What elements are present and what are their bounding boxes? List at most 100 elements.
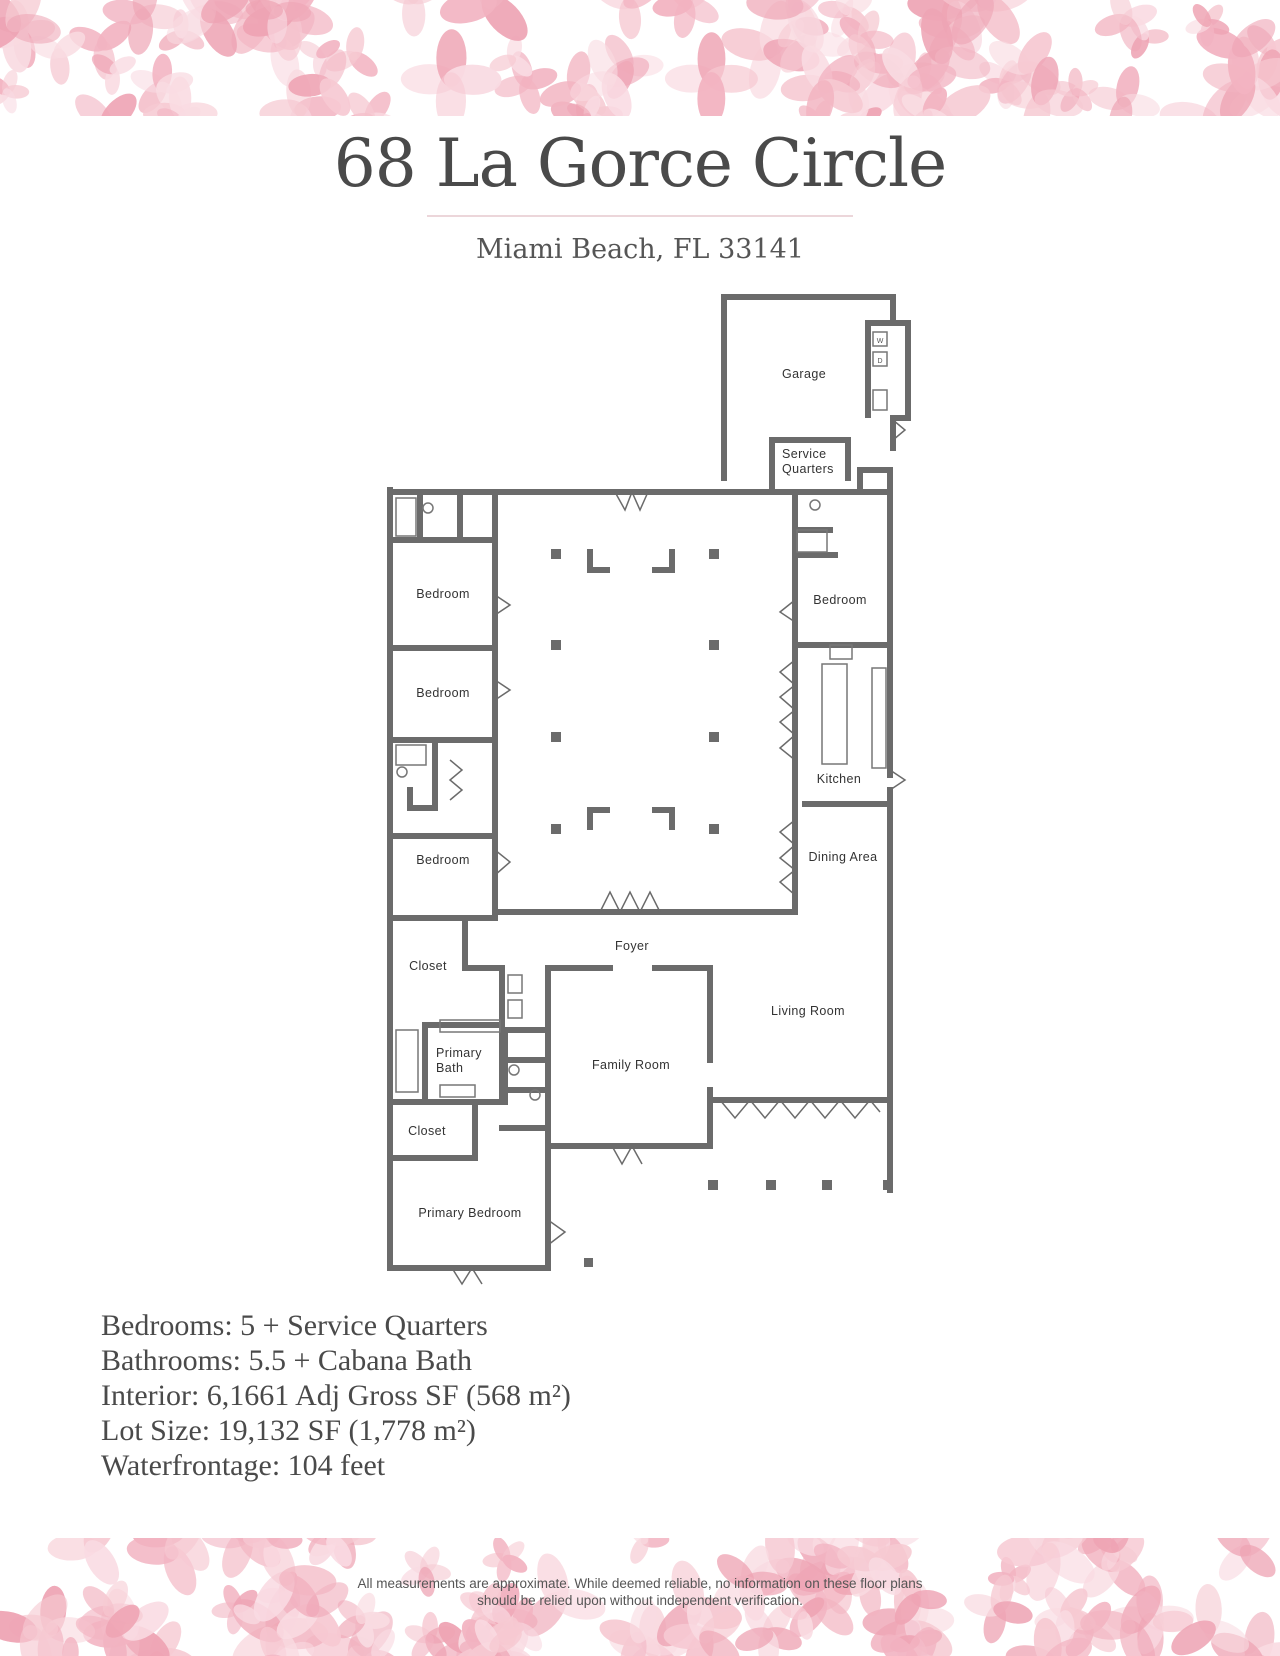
flower-petal-group [880, 1627, 956, 1656]
flower-petal [75, 94, 113, 116]
flower-petal-group [242, 1538, 303, 1570]
flower-petal [326, 1538, 352, 1567]
flower-petal [993, 1601, 1033, 1624]
flower-petal [587, 39, 618, 86]
courtyard-corner-piers [587, 549, 675, 830]
flower-petal [62, 1637, 79, 1656]
flower-petal-group [964, 1574, 1033, 1644]
kitchen-island [821, 663, 848, 765]
flower-petal [347, 92, 375, 116]
flower-petal-group [47, 1538, 120, 1585]
flower-petal [1239, 1544, 1276, 1578]
room-label-closet-a: Closet [409, 959, 447, 973]
flower-petal-group [1080, 1585, 1161, 1656]
flower-petal-group [936, 0, 1035, 45]
flower-petal [848, 34, 876, 69]
flower-petal-group [157, 106, 201, 116]
flower-petal-group [894, 1569, 947, 1625]
flower-petal [105, 1604, 140, 1638]
flower-petal [201, 0, 250, 24]
flower-petal-group [75, 1604, 140, 1656]
title-divider [427, 215, 853, 217]
flower-petal [1026, 1542, 1061, 1601]
flower-petal [175, 106, 201, 116]
flower-petal [1108, 96, 1133, 116]
flower-petal [905, 1627, 937, 1656]
floral-pattern-top [0, 0, 1280, 116]
flower-petal [1043, 1637, 1092, 1656]
flower-petal-group [1094, 0, 1157, 52]
flower-petal [274, 1641, 315, 1656]
flower-petal-group [1215, 1538, 1276, 1581]
flower-petal [629, 1598, 657, 1644]
flower-petal [102, 1580, 129, 1617]
flower-petal [551, 1589, 606, 1620]
room-label-bedroom-b: Bedroom [416, 686, 470, 700]
fact-waterfrontage: Waterfrontage: 104 feet [101, 1449, 386, 1482]
flower-petal [19, 1625, 53, 1656]
flower-petal-group [102, 0, 184, 55]
flower-petal [880, 1634, 920, 1656]
dryer-label: D [877, 358, 882, 365]
floor-plan-doors [448, 419, 907, 1286]
flower-petal-group [1171, 1584, 1250, 1656]
flower-petal-group [664, 32, 758, 116]
room-label-closet-b: Closet [408, 1124, 446, 1138]
room-label-service-quarters-2: Quarters [782, 462, 834, 476]
flower-petal [1077, 1538, 1108, 1555]
flower-petal [779, 1602, 808, 1620]
flower-petal [746, 0, 804, 20]
flower-petal-group [466, 1619, 522, 1656]
flower-petal [567, 103, 591, 116]
flower-petal [858, 107, 882, 116]
disclaimer: All measurements are approximate. While … [0, 1575, 1280, 1609]
flower-petal-group [401, 1546, 451, 1597]
flower-petal [1171, 1620, 1216, 1656]
fact-interior: Interior: 6,1661 Adj Gross SF (568 m²) [101, 1379, 571, 1412]
room-label-primary-bath-2: Bath [436, 1061, 463, 1075]
flower-petal [97, 20, 132, 51]
room-label-service-quarters-1: Service [782, 447, 826, 461]
flower-petal [652, 0, 692, 17]
flower-petal-group [997, 1538, 1095, 1601]
floor-plan: W D Garage Service Quarters Bedroom Bedr… [387, 294, 911, 1286]
flower-petal-group [126, 1538, 203, 1596]
flower-petal [371, 1629, 395, 1656]
flower-petal [868, 1557, 902, 1596]
flower-petal-group [75, 93, 137, 116]
room-label-foyer: Foyer [615, 939, 649, 953]
flower-petal-group [211, 1585, 261, 1635]
flower-petal [494, 75, 531, 98]
flower-petal [1080, 1610, 1136, 1640]
flower-petal-group [779, 1597, 825, 1640]
flower-petal [242, 1538, 277, 1549]
flower-petal-group [62, 1637, 79, 1656]
flower-petal [502, 1554, 528, 1573]
flower-petal-group [244, 1626, 315, 1656]
room-label-bedroom-c: Bedroom [416, 853, 470, 867]
flower-petal [100, 93, 137, 116]
flower-petal [951, 0, 994, 45]
room-label-family-room: Family Room [592, 1058, 670, 1072]
flower-petal-group [288, 49, 351, 116]
flower-petal [798, 105, 822, 116]
flower-petal [418, 1566, 435, 1597]
flower-petal-group [336, 1592, 390, 1648]
flower-petal [109, 56, 136, 75]
flower-petal-group [460, 1582, 511, 1634]
flower-petal [481, 1603, 511, 1624]
flower-petal [355, 1592, 376, 1625]
floral-pattern-bottom [0, 1538, 1280, 1656]
room-label-bedroom-d: Bedroom [813, 593, 867, 607]
flower-petal-group [652, 0, 719, 38]
flower-petal-group [523, 1553, 606, 1637]
flower-petal [699, 1630, 740, 1656]
flower-petal [1, 88, 17, 114]
flower-petal-group [570, 39, 650, 116]
flower-petal-group [599, 1598, 677, 1656]
flower-petal [259, 1626, 287, 1656]
flower-petal-group [91, 54, 136, 95]
room-label-primary-bath-1: Primary [436, 1046, 482, 1060]
flower-petal [1248, 1642, 1280, 1656]
flower-petal [268, 1538, 303, 1549]
